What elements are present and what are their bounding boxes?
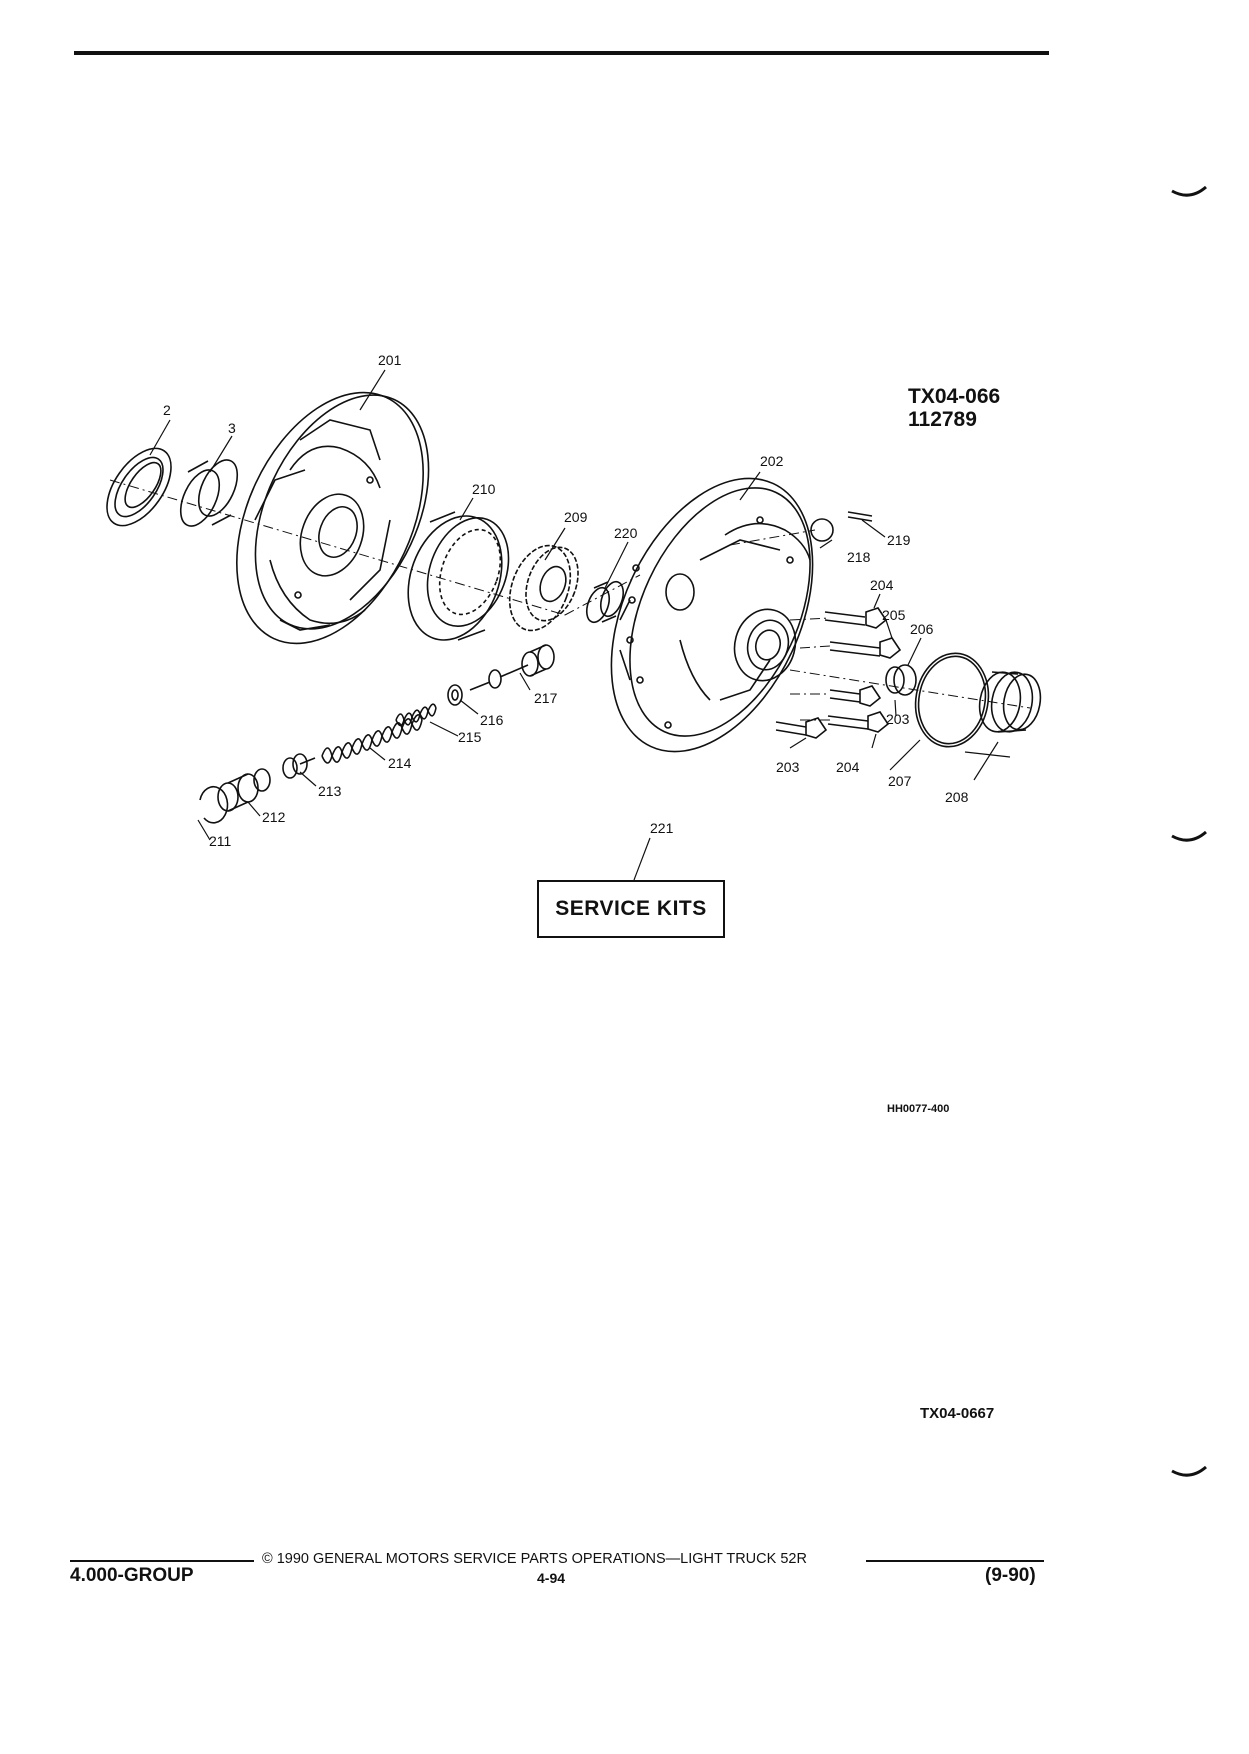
outer-gear-part-210 (407, 511, 510, 641)
footer-rule-left (70, 1560, 254, 1562)
callout-202: 202 (760, 453, 784, 469)
callout-2: 2 (163, 402, 171, 418)
callout-210: 210 (472, 481, 496, 497)
callout-204-upper: 204 (870, 577, 894, 593)
valve-plug-part-212 (217, 768, 271, 812)
pump-body-part-202 (610, 477, 814, 753)
bushing-part-3 (179, 459, 239, 527)
binder-mark-top (1171, 185, 1207, 197)
illustration-code: HH0077-400 (887, 1103, 950, 1115)
retaining-ring-part-211 (199, 785, 229, 824)
callout-207: 207 (888, 773, 912, 789)
callout-220: 220 (614, 525, 638, 541)
o-ring-part-207 (914, 652, 990, 748)
callout-204-lower: 204 (836, 759, 860, 775)
callout-leader-lines (149, 369, 1011, 881)
figure-date: 112789 (908, 408, 977, 431)
pump-cover-part-201 (236, 391, 430, 645)
footer-group: 4.000-GROUP (70, 1565, 194, 1586)
footer-copyright: © 1990 GENERAL MOTORS SERVICE PARTS OPER… (262, 1551, 807, 1567)
callout-221: 221 (650, 820, 674, 836)
top-rule (74, 51, 1049, 55)
footer-revision: (9-90) (985, 1565, 1036, 1586)
callout-214: 214 (388, 755, 412, 771)
spring-part-215 (395, 703, 437, 727)
pin-part-219 (847, 511, 873, 522)
callout-217: 217 (534, 690, 558, 706)
bushing-part-220 (585, 580, 625, 624)
seal-part-2 (106, 447, 172, 527)
assembly-axis-lines (109, 479, 1031, 721)
callout-212: 212 (262, 809, 286, 825)
bolt-part-204-upper (824, 607, 888, 629)
callout-203-right: 203 (886, 711, 910, 727)
callout-216: 216 (480, 712, 504, 728)
callout-203-lower: 203 (776, 759, 800, 775)
bolt-part-203-right (829, 685, 882, 707)
callout-labels: 2 3 201 202 203 203 204 204 205 206 207 … (163, 352, 969, 849)
valve-part-217 (469, 644, 555, 691)
service-kits-box: SERVICE KITS (537, 880, 725, 938)
callout-219: 219 (887, 532, 911, 548)
callout-201: 201 (378, 352, 402, 368)
bolt-part-205 (829, 637, 902, 659)
washer-part-216 (447, 684, 463, 706)
figure-code: TX04-066 (908, 385, 1001, 408)
bushing-part-206 (885, 664, 917, 696)
callout-211: 211 (209, 833, 232, 849)
footer-page-number: 4-94 (537, 1570, 566, 1586)
callout-215: 215 (458, 729, 482, 745)
sheet-code: TX04-0667 (920, 1405, 995, 1422)
callout-208: 208 (945, 789, 969, 805)
seal-rings-part-208 (978, 671, 1042, 733)
bolt-part-204-lower (827, 711, 890, 733)
footer-rule-right (866, 1560, 1044, 1562)
binder-mark-middle (1171, 830, 1207, 842)
callout-209: 209 (564, 509, 588, 525)
plug-part-218 (810, 518, 834, 542)
bolt-part-203-lower (775, 717, 828, 739)
inner-gear-part-209 (508, 544, 579, 632)
valve-part-213 (282, 753, 316, 779)
callout-213: 213 (318, 783, 342, 799)
callout-206: 206 (910, 621, 934, 637)
callout-218: 218 (847, 549, 871, 565)
callout-3: 3 (228, 420, 236, 436)
callout-205: 205 (882, 607, 906, 623)
binder-mark-bottom (1171, 1465, 1207, 1477)
